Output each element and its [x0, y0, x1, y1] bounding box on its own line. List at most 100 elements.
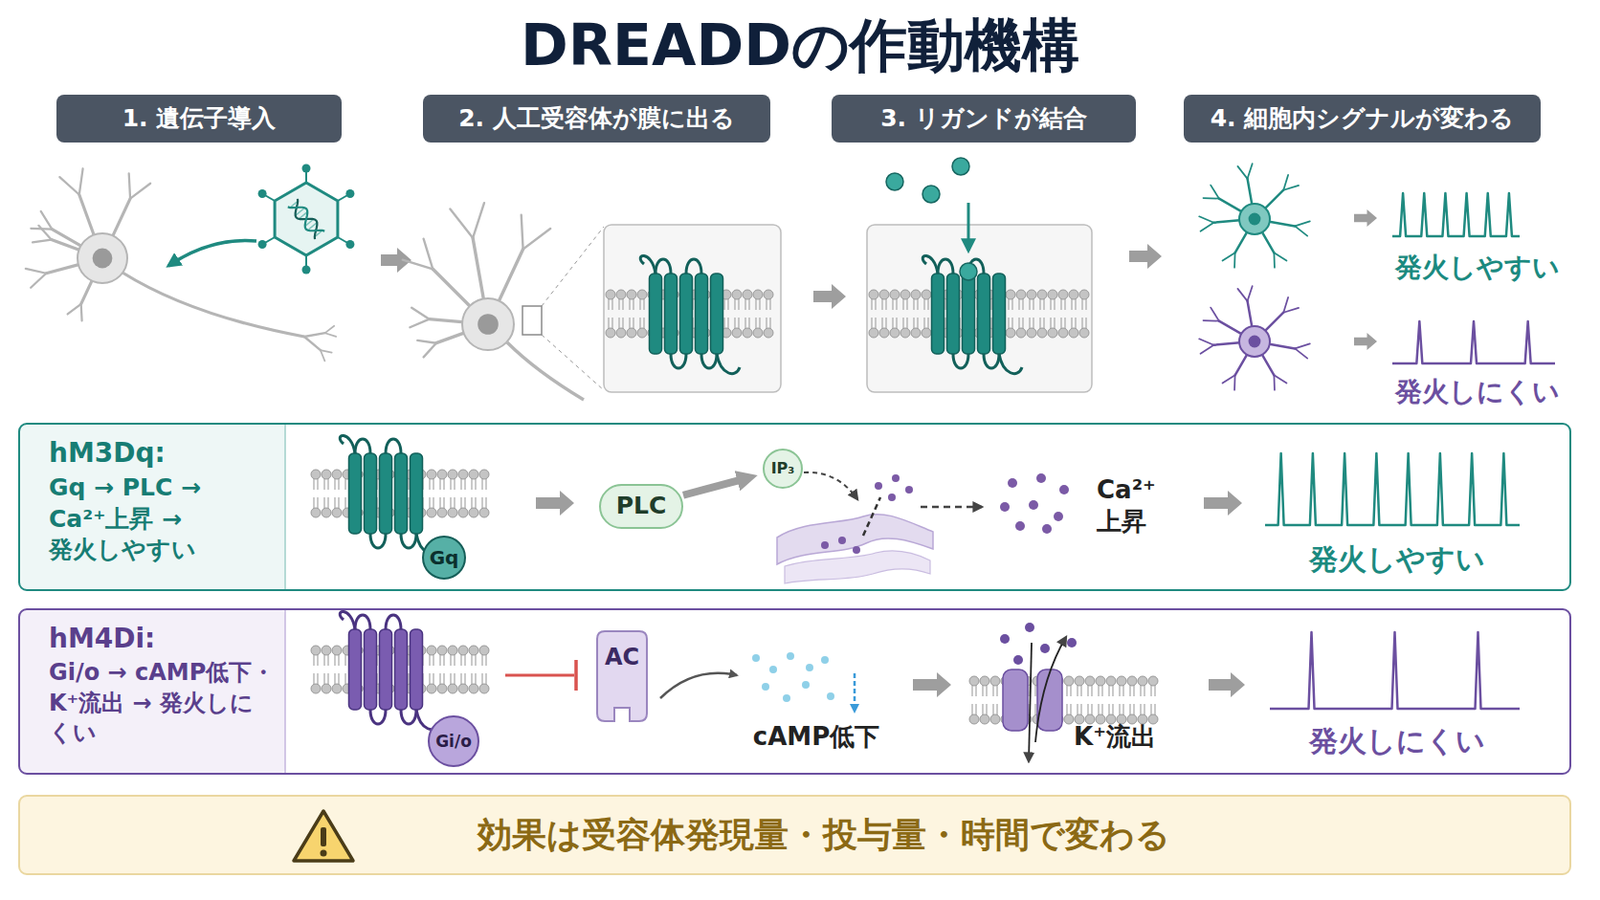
lipid-tail — [407, 673, 409, 686]
lipid-tail — [1018, 317, 1020, 330]
c-terminus — [999, 354, 1023, 375]
lipid-tail — [1081, 317, 1083, 330]
dendrite — [1213, 342, 1243, 346]
lipid-tail — [1007, 298, 1009, 311]
lipid-tail — [432, 673, 434, 686]
receptor-loop — [983, 354, 1000, 369]
calcium-ion — [1036, 473, 1046, 484]
inhibition-line — [505, 674, 575, 678]
lipid-head — [1137, 676, 1148, 687]
protein-circle: IP₃ — [762, 448, 803, 489]
virus-knob — [345, 189, 355, 199]
neuron — [25, 168, 151, 321]
helix — [410, 629, 423, 711]
delivery-arrow — [168, 241, 257, 267]
dendrite — [1200, 222, 1215, 232]
lipid-head — [889, 289, 900, 300]
lipid-tail — [327, 654, 329, 667]
lipid-head — [1127, 676, 1137, 687]
zoom-marker — [522, 306, 542, 335]
lipid-tail — [912, 317, 914, 330]
lipid-tail — [902, 298, 904, 311]
receptor-loop — [370, 710, 386, 725]
lipid-tail — [727, 298, 729, 311]
lipid-head — [1068, 289, 1079, 300]
dendrite — [1202, 197, 1219, 200]
lipid-tail — [323, 478, 325, 490]
lipid-tail — [1080, 685, 1082, 697]
lipid-tail — [990, 317, 992, 330]
lipid-tail — [737, 298, 739, 311]
dendrite — [1233, 252, 1236, 267]
lipid-head — [468, 508, 479, 518]
lipid-tail — [316, 654, 318, 667]
lipid-head — [1005, 289, 1016, 300]
calcium-ion — [1015, 521, 1025, 532]
lipid-tail — [1066, 704, 1067, 716]
lipid-head — [1005, 328, 1016, 338]
dendrite — [1294, 343, 1311, 349]
lipid-tail — [996, 685, 998, 697]
spike-train — [1392, 321, 1556, 364]
lipid-head — [868, 289, 879, 300]
lipid-tail — [723, 298, 725, 311]
dendrite — [411, 308, 429, 320]
soma — [77, 233, 128, 284]
helix — [395, 453, 408, 534]
lipid-head — [458, 469, 468, 480]
calcium-ion — [852, 546, 861, 555]
pathway-summary: Gi/o → cAMP低下・K⁺流出 → 発火しにくい — [48, 658, 277, 749]
lipid-head — [458, 684, 468, 694]
lipid-tail — [744, 298, 746, 311]
bound-ligand — [959, 263, 978, 281]
lipid-tail — [453, 497, 455, 510]
lipid-tail — [1108, 704, 1110, 716]
lipid-tail — [344, 497, 346, 510]
lipid-tail — [1053, 317, 1055, 330]
lipid-tail — [474, 497, 476, 510]
lipid-head — [1106, 676, 1116, 687]
helix — [379, 453, 393, 534]
step-arrow — [1354, 333, 1378, 351]
calcium-ion — [874, 482, 883, 490]
lipid-head — [1116, 676, 1127, 687]
lipid-tail — [1032, 298, 1034, 311]
lipid-tail — [611, 298, 613, 311]
lipid-tail — [1049, 298, 1051, 311]
axon — [122, 272, 305, 337]
lipid-head — [921, 289, 932, 300]
lipid-head — [437, 469, 447, 480]
lipid-head — [1064, 714, 1074, 725]
dendrite — [1237, 166, 1247, 179]
lipid-tail — [1049, 317, 1051, 330]
lipid-tail — [333, 654, 335, 667]
lipid-tail — [316, 673, 318, 686]
lipid-tail — [428, 673, 430, 686]
step-box: PLC — [599, 484, 684, 530]
n-terminus — [339, 435, 356, 454]
lipid-head — [1016, 289, 1026, 300]
lipid-head — [426, 508, 437, 518]
potassium-ion — [1040, 644, 1050, 654]
helix — [993, 273, 1006, 355]
lipid-head — [447, 508, 458, 518]
lipid-tail — [323, 654, 325, 667]
membrane — [969, 676, 1158, 725]
lipid-tail — [443, 497, 445, 510]
lipid-tail — [923, 298, 925, 311]
lipid-head — [763, 328, 774, 338]
virus-knob — [302, 266, 312, 275]
lipid-tail — [407, 478, 409, 490]
node-label: 4. 細胞内シグナルが変わる — [1210, 103, 1515, 135]
dendrite — [1202, 319, 1219, 322]
lipid-tail — [975, 704, 977, 716]
step-box: 3. リガンドが結合 — [831, 94, 1136, 143]
lipid-tail — [460, 654, 462, 667]
lipid-tail — [474, 478, 476, 490]
neuron — [402, 202, 551, 357]
dna-strand — [287, 199, 325, 241]
lipid-head — [990, 676, 1000, 687]
neuron — [1199, 286, 1311, 391]
dendrite — [320, 350, 326, 361]
